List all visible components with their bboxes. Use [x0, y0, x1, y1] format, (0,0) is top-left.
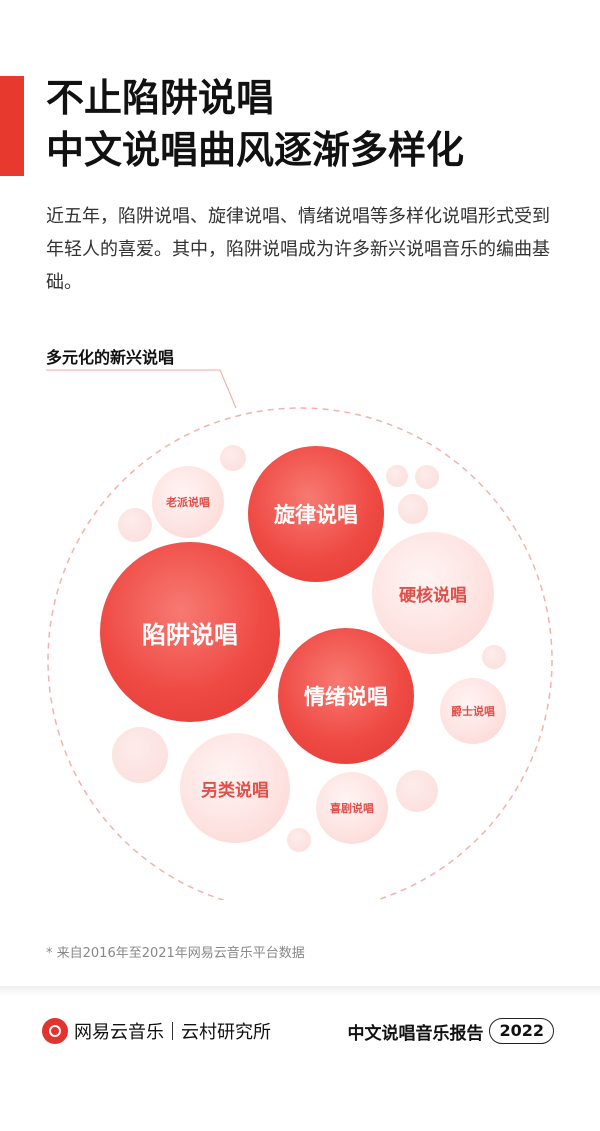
report-name: 中文说唱音乐报告 [347, 1023, 484, 1044]
brand-name: 网易云音乐 [74, 1022, 164, 1043]
data-source-footnote: * 来自2016年至2021年网易云音乐平台数据 [46, 946, 305, 961]
decor-dot [386, 465, 408, 487]
footer: 网易云音乐 云村研究所 中文说唱音乐报告 2022 [0, 996, 600, 1131]
title-line-1: 不止陷阱说唱 [46, 76, 275, 120]
label-connector [219, 369, 237, 409]
brand-lockup: 网易云音乐 云村研究所 [42, 1018, 271, 1044]
report-year-badge: 2022 [489, 1018, 554, 1044]
decor-dot [396, 770, 438, 812]
decor-dot [398, 494, 428, 524]
netease-music-logo-icon [42, 1018, 68, 1044]
title-line-2: 中文说唱曲风逐渐多样化 [46, 128, 465, 172]
bubble-oldschool: 老派说唱 [152, 466, 224, 538]
decor-dot [482, 645, 506, 669]
bubble-melodic: 旋律说唱 [248, 446, 384, 582]
bubble-hardcore: 硬核说唱 [372, 532, 494, 654]
bubble-trap: 陷阱说唱 [100, 542, 280, 722]
section-label: 多元化的新兴说唱 [46, 348, 175, 367]
page-title: 不止陷阱说唱 中文说唱曲风逐渐多样化 [46, 72, 464, 176]
intro-paragraph: 近五年，陷阱说唱、旋律说唱、情绪说唱等多样化说唱形式受到年轻人的喜爱。其中，陷阱… [46, 206, 550, 293]
bubble-jazz: 爵士说唱 [440, 678, 506, 744]
dashed-cluster-circle [47, 407, 553, 900]
decor-dot [112, 727, 168, 783]
bubble-comedy: 喜剧说唱 [316, 772, 388, 844]
brand-separator [172, 1022, 173, 1040]
title-accent-bar [0, 76, 24, 176]
bubble-emo: 情绪说唱 [278, 628, 414, 764]
bubble-cluster-outline [46, 369, 553, 900]
decor-dot [118, 508, 152, 542]
decor-dot [415, 465, 439, 489]
footer-divider [0, 986, 600, 996]
decor-dot [287, 828, 311, 852]
sub-brand-name: 云村研究所 [181, 1022, 271, 1043]
report-title: 中文说唱音乐报告 2022 [347, 1018, 554, 1044]
bubble-alternative: 另类说唱 [180, 733, 290, 843]
decor-dot [220, 445, 246, 471]
